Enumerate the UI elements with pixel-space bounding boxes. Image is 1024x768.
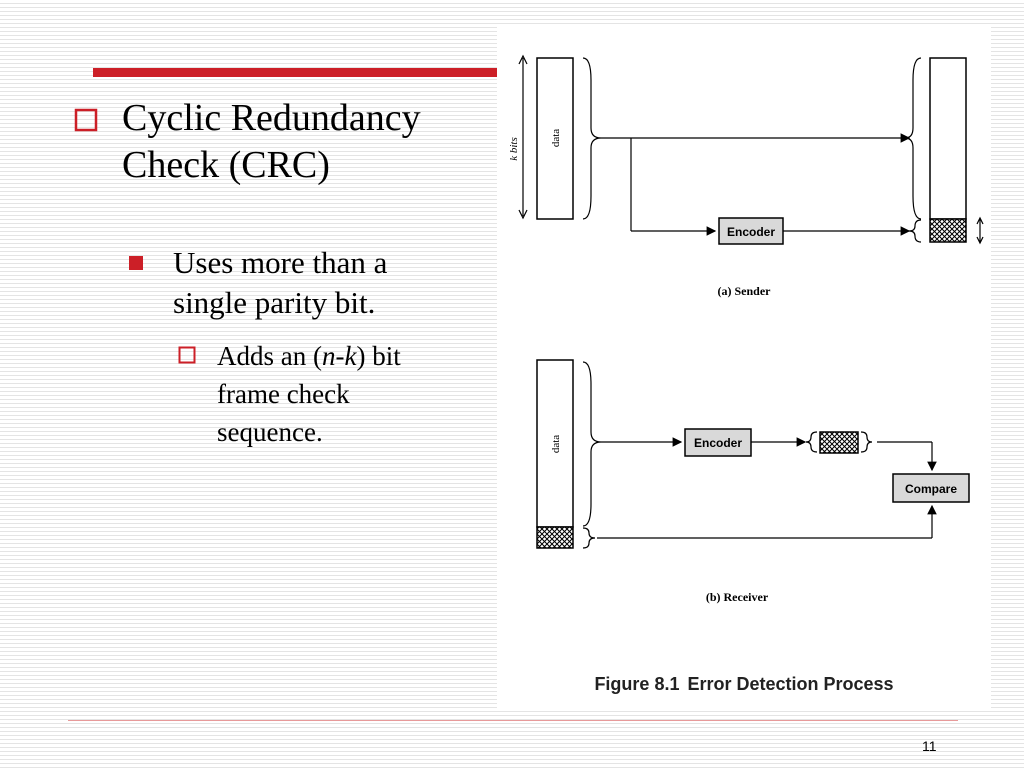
transmitted-frame-fcs xyxy=(929,218,967,243)
sender-data-label: data xyxy=(550,129,562,147)
receiver-encoder-label: Encoder xyxy=(694,436,742,450)
sender-caption: (a) Sender xyxy=(718,284,772,298)
bullet-level-2: Uses more than a single parity bit. xyxy=(173,243,483,323)
bullet-3-line-3: sequence. xyxy=(217,417,323,447)
figure-number: Figure 8.1 xyxy=(594,674,680,694)
bullet-2-line-2: single parity bit. xyxy=(173,285,376,320)
sender-diagram: k bits data Encoder (a) Sender xyxy=(508,54,984,298)
filled-square-bullet-icon xyxy=(129,256,143,270)
figure-title: Error Detection Process xyxy=(687,674,894,694)
k-bits-label: k bits xyxy=(508,137,520,161)
slide-title: Cyclic Redundancy Check (CRC) xyxy=(122,95,492,189)
receiver-fcs-brace xyxy=(582,527,596,549)
transmitted-frame-data xyxy=(929,57,967,220)
compare-label: Compare xyxy=(905,482,957,496)
fcs-dimension-arrows xyxy=(976,216,984,245)
sender-right-brace xyxy=(904,57,922,220)
crc-figure: k bits data Encoder (a) Sender data xyxy=(497,24,991,708)
sender-left-brace xyxy=(582,57,602,220)
title-accent-bar xyxy=(93,68,498,77)
hollow-square-bullet-icon xyxy=(74,108,98,132)
sender-data-block xyxy=(536,57,574,220)
receiver-encoder-box xyxy=(684,428,752,457)
receiver-diagram: data Encoder Compare (b) Receiver xyxy=(536,359,970,604)
hollow-square-sub-bullet-icon xyxy=(178,346,196,364)
sender-encoder-label: Encoder xyxy=(727,225,775,239)
k-bits-dimension-arrows xyxy=(518,54,528,220)
bullet-3-line-2: frame check xyxy=(217,379,350,409)
receiver-fcs-block xyxy=(536,526,574,549)
error-detection-diagram: k bits data Encoder (a) Sender data xyxy=(508,54,984,604)
computed-fcs-block xyxy=(819,431,859,454)
page-number: 11 xyxy=(922,738,937,754)
computed-fcs-left-brace xyxy=(805,431,818,453)
receiver-data-label: data xyxy=(550,435,562,453)
receiver-data-brace xyxy=(582,361,602,527)
sender-fcs-brace xyxy=(908,219,922,243)
title-line-2: Check (CRC) xyxy=(122,144,330,186)
computed-fcs-right-brace xyxy=(860,431,873,453)
title-line-1: Cyclic Redundancy xyxy=(122,97,421,139)
bullet-level-3: Adds an (n-k) bit frame check sequence. xyxy=(217,337,487,451)
receiver-caption: (b) Receiver xyxy=(706,590,769,604)
figure-caption: Figure 8.1 Error Detection Process xyxy=(497,674,991,695)
bullet-2-line-1: Uses more than a xyxy=(173,245,388,280)
footer-divider xyxy=(68,720,958,721)
bullet-3-line-1: Adds an (n-k) bit xyxy=(217,341,401,371)
compare-box xyxy=(892,473,970,503)
